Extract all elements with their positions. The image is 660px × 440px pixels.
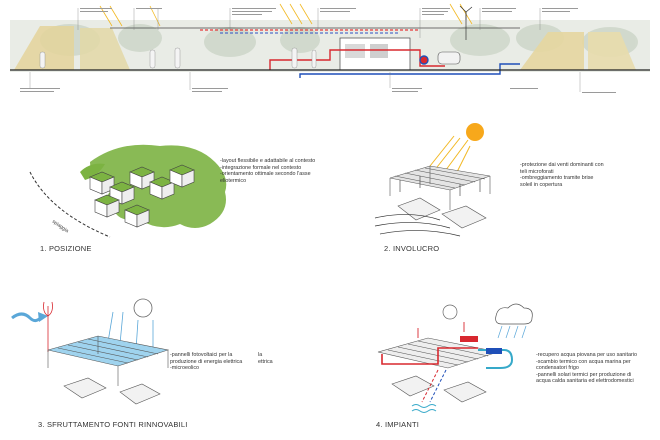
beach-curve [29,171,111,238]
wind-arrow-icon [11,312,44,323]
seawater-lines [421,369,447,403]
note-line: teli microforati [520,168,554,175]
note-line: produzione di energia elettrica [170,358,243,365]
upward-arrows [399,176,481,196]
note-line: -orientamento ottimale secondo l'asse [220,171,311,178]
panel-impianti-notes: -recupero acqua piovana per uso sanitari… [536,352,637,385]
left-tent-2 [80,28,130,70]
beach-label: spiaggia [51,219,70,235]
cold-water-pipe [299,63,520,78]
panel-title-rinnovabili: 3. SFRUTTAMENTO FONTI RINNOVABILI [38,420,188,429]
module-cubes [89,164,195,228]
note-line: -pannelli solari termici per produzione … [536,371,632,378]
panel-title-involucro: 2. INVOLUCRO [384,244,440,253]
hot-up-arrows [417,322,465,338]
building-section-drawing [0,0,660,104]
panel-rinnovabili-side-notes: la ettrica [258,352,273,365]
cold-circuit [478,349,514,369]
note-line: -ombreggiamento tramite brise [520,175,594,182]
note-line: ettrica [258,358,273,365]
note-line: la [258,352,263,358]
panel-posizione-diagram: spiaggia [29,144,227,238]
panel-title-impianti: 4. IMPIANTI [376,420,420,429]
hot-circuit [381,347,478,365]
sun-outline-icon [442,304,458,320]
panel-posizione-notes: -layout flessibile e adattabile al conte… [220,158,315,184]
left-tent [14,26,74,70]
hot-water-pipe [269,49,445,70]
people-silhouettes [39,47,317,69]
note-line: -recupero acqua piovana per uso sanitari… [536,352,637,358]
annotation-leaders [29,8,581,92]
note-line: -integrazione formale nel contesto [220,164,302,171]
panel-involucro-diagram [374,123,491,237]
annotation-text-blocks [20,8,616,93]
section-car [437,51,461,65]
panel-involucro-notes: -protezione dai venti dominanti con teli… [520,162,604,188]
panel-rinnovabili-diagram [11,298,170,405]
section-wind-turbine [459,5,473,40]
panel-impianti-diagram [377,303,533,413]
note-line: condensatori frigo [536,365,579,372]
note-line: soleil in copertura [520,181,563,188]
right-tent-2 [588,32,636,70]
wind-arrows [374,214,461,237]
note-line: -scambio termico con acqua marina per [536,358,631,365]
sea-waves-icon [411,404,437,413]
note-line: eliotermico [220,177,247,184]
note-line: acqua calda sanitaria ed elettrodomestic… [536,378,634,385]
note-line: -layout flessibile e adattabile al conte… [220,158,316,164]
micro-wind-turbine [43,301,53,352]
note-line: -pannelli fotovoltaici per la [170,352,233,358]
panel-rinnovabili-notes: -pannelli fotovoltaici per la produzione… [170,352,242,372]
right-tent [520,32,584,70]
sun-outline-icon [133,298,153,318]
rain-arrows [497,325,527,339]
cloud-icon [495,303,533,325]
panel-title-posizione: 1. POSIZIONE [40,244,92,253]
note-line: -protezione dai venti dominanti con [520,162,604,168]
note-line: -microeolico [170,365,200,372]
involucro-structure [389,165,491,229]
sun-icon [466,123,484,141]
pv-panel-structure [47,335,170,405]
